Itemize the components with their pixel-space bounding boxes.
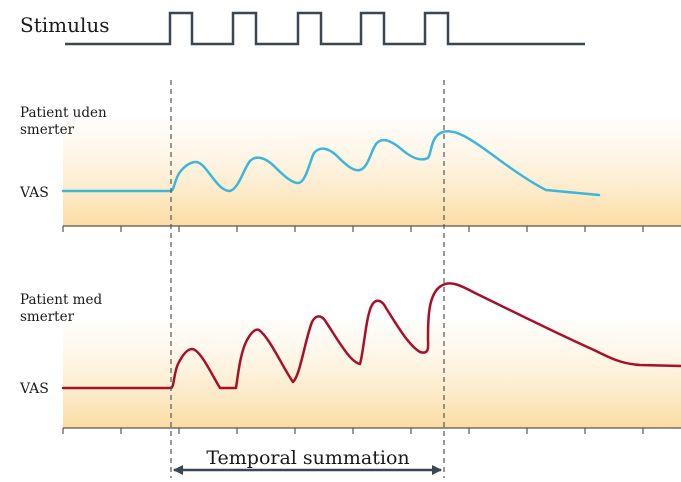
bottom-time-axis: [62, 427, 681, 434]
top-panel-label-line2: smerter: [20, 122, 75, 138]
top-vas-label: VAS: [19, 185, 49, 201]
stimulus-label: Stimulus: [20, 13, 110, 37]
top-time-axis: [62, 225, 681, 232]
temporal-summation-label: Temporal summation: [206, 447, 409, 469]
top-vas-trace: [61, 129, 601, 197]
top-panel-background: [63, 118, 681, 226]
top-panel-label-line1: Patient uden: [20, 105, 107, 121]
bottom-panel-label-line2: smerter: [20, 309, 75, 325]
bottom-panel-label-line1: Patient med: [20, 292, 102, 308]
bottom-panel-background: [63, 320, 681, 428]
bottom-vas-trace: [61, 282, 681, 390]
stimulus-pulse-train: [65, 11, 585, 46]
bottom-vas-label: VAS: [19, 381, 49, 397]
